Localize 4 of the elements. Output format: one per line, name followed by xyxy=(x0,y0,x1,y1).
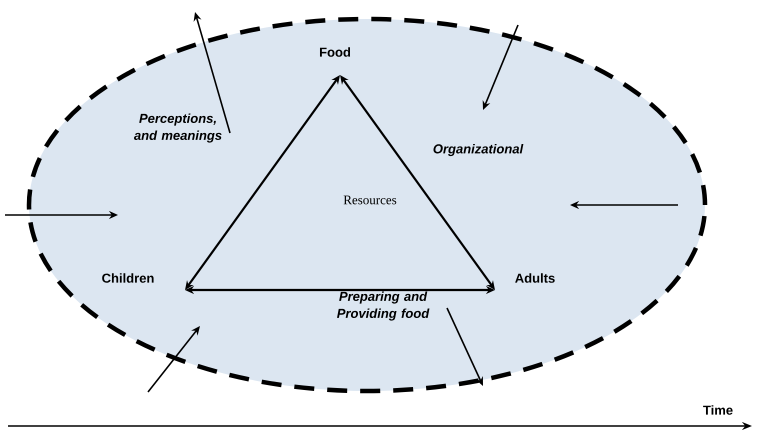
axis-label: Time xyxy=(703,405,733,415)
node-label: Children xyxy=(102,273,154,283)
node-label: Adults xyxy=(515,273,555,283)
node-label: Food xyxy=(320,47,350,57)
